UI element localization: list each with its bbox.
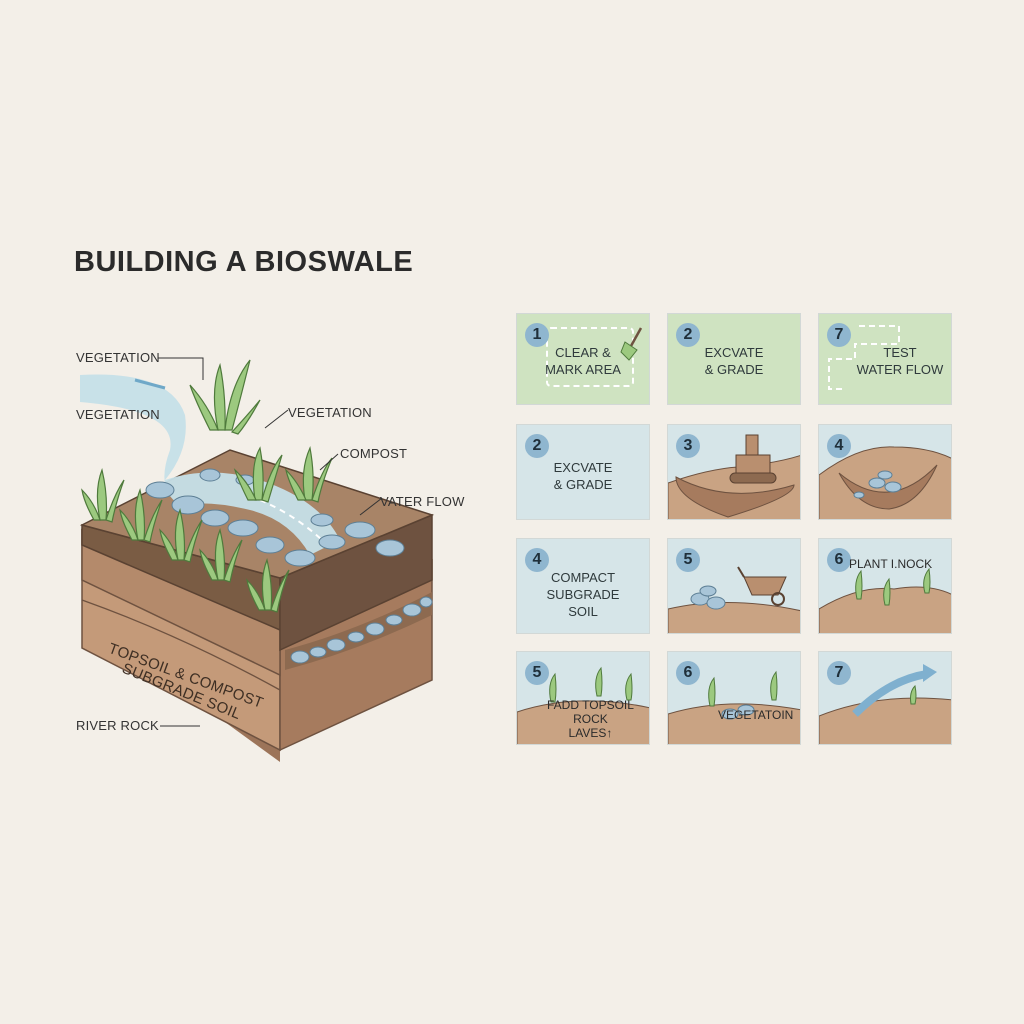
step-label: EXCVATE & GRADE <box>553 460 613 492</box>
callout-vegetation-mid: VEGETATION <box>288 405 372 420</box>
step-art <box>819 446 951 519</box>
step-card: 3 <box>667 424 801 520</box>
callout-water-flow: VATER FLOW <box>380 494 465 509</box>
surface-rocks <box>145 468 405 567</box>
side-rocks <box>290 596 433 664</box>
step-card: 5 <box>667 538 801 634</box>
step-label: EXCVATE & GRADE <box>704 345 764 377</box>
step-card: 7 TEST WATER FLOW <box>818 313 952 405</box>
bulldozer-icon <box>729 434 777 484</box>
step-card: 4 COMPACT SUBGRADE SOIL <box>516 538 650 634</box>
step-label: PLANT I.NOCK <box>849 557 933 571</box>
step-number: 3 <box>676 434 700 458</box>
step-card: 4 <box>818 424 952 520</box>
step-number: 2 <box>525 434 549 458</box>
step-card: 6 VEGETATOIN <box>667 651 801 745</box>
step-card: 2 EXCVATE & GRADE <box>667 313 801 405</box>
step-art <box>819 567 951 633</box>
step-label: FADD TOPSOIL ROCK LAVES↑ <box>547 698 634 740</box>
step-art <box>819 664 951 744</box>
step-art <box>668 566 800 633</box>
step-number: 7 <box>827 661 851 685</box>
step-art <box>828 325 900 390</box>
step-card: 2 EXCVATE & GRADE <box>516 424 650 520</box>
bioswale-cross-section: VEGETATION VEGETATION VEGETATION COMPOST… <box>60 330 480 770</box>
wheelbarrow-icon <box>737 566 787 606</box>
step-card: 5 FADD TOPSOIL ROCK LAVES↑ <box>516 651 650 745</box>
step-number: 4 <box>827 434 851 458</box>
step-card: 6 PLANT I.NOCK <box>818 538 952 634</box>
callout-river-rock: RIVER ROCK <box>76 718 159 733</box>
step-label: TEST WATER FLOW <box>856 345 944 377</box>
step-label: CLEAR & MARK AREA <box>545 345 621 377</box>
step-card: 7 <box>818 651 952 745</box>
step-card: 1 CLEAR & MARK AREA <box>516 313 650 405</box>
step-number: 2 <box>676 323 700 347</box>
flow-arrow-icon <box>134 378 166 390</box>
callout-vegetation-left: VEGETATION <box>76 407 160 422</box>
step-art <box>668 434 800 519</box>
step-number: 6 <box>827 548 851 572</box>
flow-arrow-icon <box>852 670 928 717</box>
step-number: 5 <box>676 548 700 572</box>
step-art <box>546 327 643 387</box>
callout-compost: COMPOST <box>340 446 408 461</box>
layer-line-1 <box>81 599 281 691</box>
step-number: 4 <box>525 548 549 572</box>
step-number: 5 <box>525 661 549 685</box>
step-label: COMPACT SUBGRADE SOIL <box>546 570 620 619</box>
page-title: BUILDING A BIOSWALE <box>74 246 414 278</box>
step-art <box>668 670 800 744</box>
step-art <box>517 666 649 744</box>
step-number: 7 <box>827 323 851 347</box>
step-number: 6 <box>676 661 700 685</box>
cross-section-art <box>79 357 435 762</box>
step-label: VEGETATOIN <box>718 708 794 722</box>
water-channel <box>80 374 340 555</box>
step-number: 1 <box>525 323 549 347</box>
callout-leaders <box>158 357 383 727</box>
flow-dash-line <box>259 499 323 541</box>
shovel-icon <box>620 327 643 361</box>
callout-vegetation-top: VEGETATION <box>76 350 160 365</box>
vegetation-plants <box>81 359 333 613</box>
